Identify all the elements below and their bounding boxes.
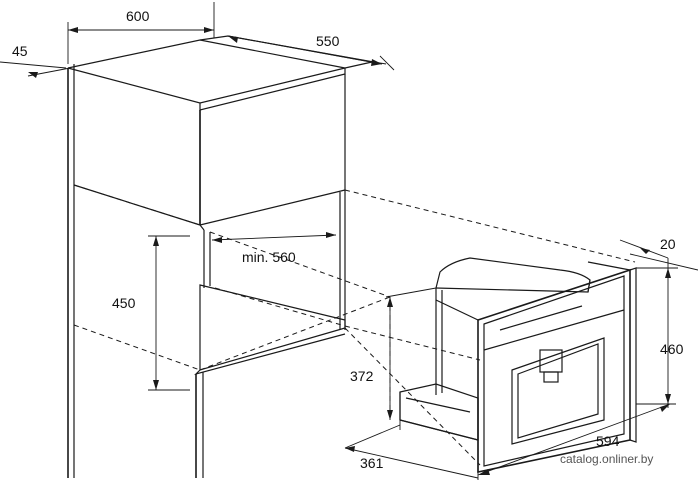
label-depth-361: 361: [360, 455, 384, 471]
label-height-460: 460: [660, 341, 684, 357]
label-width-600: 600: [126, 8, 150, 24]
label-height-450: 450: [112, 295, 136, 311]
label-gap-20: 20: [660, 236, 676, 252]
projection-lines: [73, 184, 636, 466]
machine-base: [399, 383, 479, 441]
label-offset-45: 45: [12, 43, 28, 59]
label-height-372: 372: [350, 368, 374, 384]
label-depth-550: 550: [316, 33, 340, 49]
cup-recess: [511, 337, 605, 445]
watermark-text: catalog.onliner.by: [560, 452, 653, 466]
label-min-depth: min. 560: [242, 249, 296, 265]
coffee-machine: [399, 257, 637, 473]
dimension-labels: 600 550 45 min. 560 450 20 460 372 361 5…: [12, 8, 684, 471]
label-width-594: 594: [596, 433, 620, 449]
cabinet-shelf: [199, 284, 346, 371]
cabinet: [67, 35, 373, 478]
